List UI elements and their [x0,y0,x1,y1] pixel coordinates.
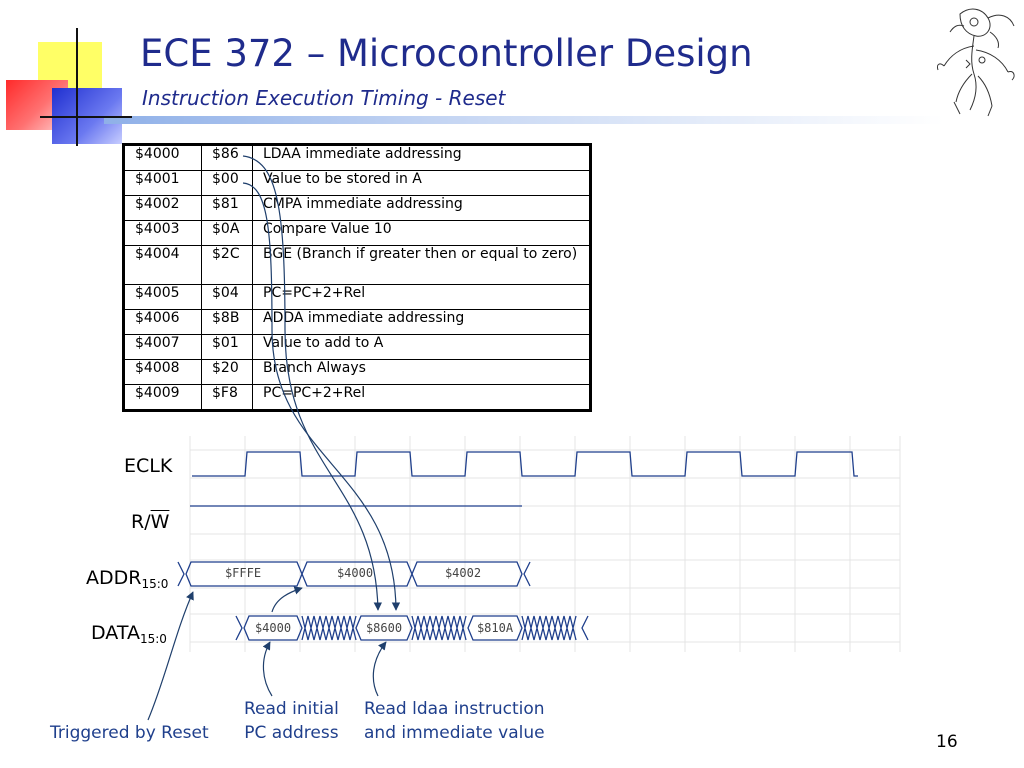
cell-address: $4005 [123,284,202,310]
annotation-read-initial-pc: Read initial PC address [244,697,339,745]
cell-address: $4007 [123,334,202,360]
cell-address: $4008 [123,359,202,385]
arrow-read-pc-address [262,641,273,697]
addr-value-label: $4002 [445,566,481,580]
rw-bar-text: W [150,511,170,533]
cell-description: BGE (Branch if greater then or equal to … [252,245,591,285]
eclk-text: ECLK [124,455,173,477]
addr-text: ADDR [86,567,142,589]
read-pc-line2: PC address [244,723,339,743]
cell-opcode: $81 [201,195,253,221]
read-pc-line1: Read initial [244,699,339,719]
cell-opcode: $8B [201,309,253,335]
cell-description: PC=PC+2+Rel [252,284,591,310]
signal-label-addr: ADDR15:0 [86,567,168,591]
cell-opcode: $01 [201,334,253,360]
annotation-read-ldaa: Read ldaa instruction and immediate valu… [364,697,545,745]
cell-description: Branch Always [252,359,591,385]
data-bus-transition [521,615,577,641]
cell-opcode: $F8 [201,384,253,411]
data-value-label: $4000 [255,621,291,635]
addr-value-label: $FFFE [225,566,261,580]
logo-horizontal-line [40,116,132,118]
data-bus-segment [243,615,303,641]
arrow-table-to-data-00 [242,182,401,611]
data-value-label: $8600 [366,621,402,635]
data-subscript: 15:0 [139,632,167,646]
data-bus-start [235,615,243,641]
arrow-read-ldaa [372,641,387,697]
read-ldaa-line1: Read ldaa instruction [364,699,545,719]
timing-grid [189,436,901,652]
arrow-triggered-by-reset [147,591,194,721]
data-text: DATA [91,622,140,644]
cell-description: CMPA immediate addressing [252,195,591,221]
logo-vertical-line [76,28,78,146]
addr-value-label: $4000 [337,566,373,580]
cell-address: $4002 [123,195,202,221]
slide-subtitle: Instruction Execution Timing - Reset [142,86,506,110]
signal-label-data: DATA15:0 [91,622,167,646]
cell-description: Value to add to A [252,334,591,360]
slide-title: ECE 372 – Microcontroller Design [140,32,753,75]
cell-description: LDAA immediate addressing [252,144,591,171]
data-bus-transition [411,615,467,641]
data-value-label: $810A [477,621,514,635]
addr-bus-segment [411,561,523,587]
arrow-pc-to-addr [271,586,303,613]
arrow-table-to-data-86 [242,155,383,611]
cell-address: $4001 [123,170,202,196]
cell-description: PC=PC+2+Rel [252,384,591,411]
rw-prefix-text: R/ [131,511,151,533]
addr-bus-end [523,561,531,587]
eclk-waveform [192,451,858,477]
cell-description: Compare Value 10 [252,220,591,246]
annotation-triggered-by-reset: Triggered by Reset [50,723,209,743]
signal-label-rw: R/W [131,511,169,533]
sketch-illustration [937,8,1015,117]
data-bus-segment [355,615,413,641]
cell-description: ADDA immediate addressing [252,309,591,335]
data-bus-end [581,615,589,641]
read-ldaa-line2: and immediate value [364,723,545,743]
data-bus-transition [301,615,357,641]
addr-bus-start [177,561,185,587]
title-underline-rule [104,116,944,124]
data-bus-segment [467,615,523,641]
page-number: 16 [936,732,958,752]
signal-label-eclk: ECLK [124,455,172,477]
addr-subscript: 15:0 [141,577,169,591]
cell-description: Value to be stored in A [252,170,591,196]
cell-opcode: $86 [201,144,253,171]
